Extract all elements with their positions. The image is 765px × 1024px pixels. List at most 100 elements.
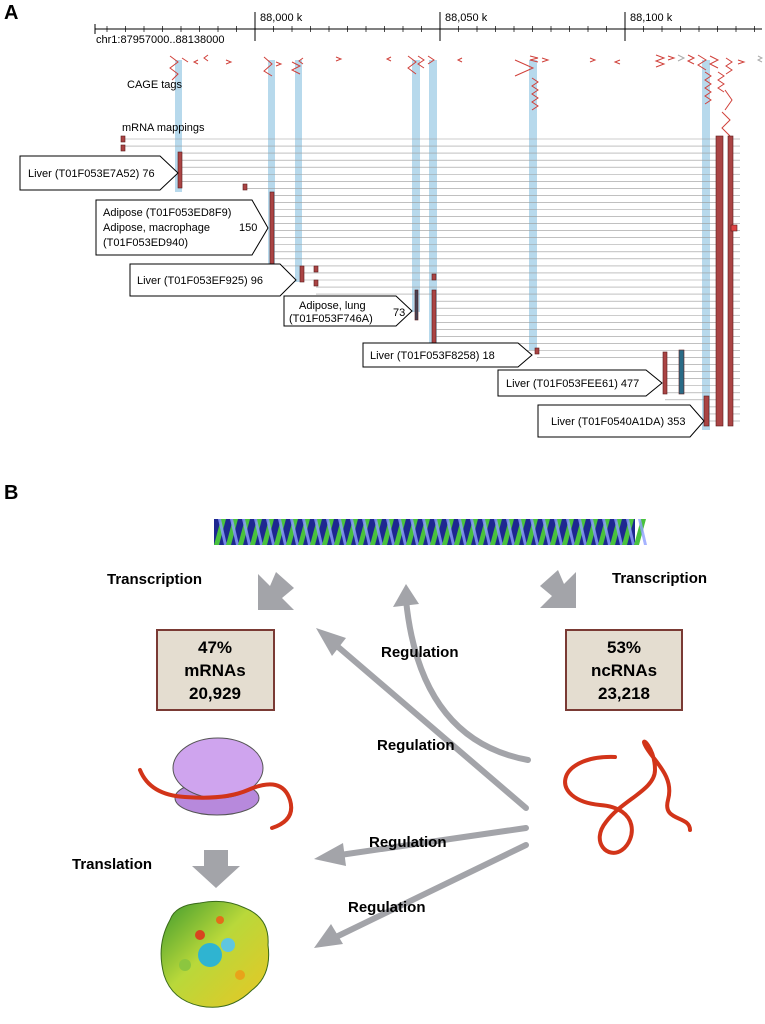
dna-strand (278, 519, 287, 545)
cluster-label: Adipose, macrophage (103, 222, 210, 234)
dna-strand (542, 519, 551, 545)
translation-label: Translation (72, 856, 152, 873)
track-label-mrna: mRNA mappings (122, 122, 205, 134)
dna-strand (374, 519, 383, 545)
cluster-label: (T01F053ED940) (103, 237, 188, 249)
dna-strand (238, 519, 250, 545)
dna-strand (394, 519, 406, 545)
dna-strand (478, 519, 490, 545)
cluster-label: Adipose (T01F053ED8F9) (103, 207, 231, 219)
dna-strand (290, 519, 299, 545)
dna-strand (554, 519, 563, 545)
ncrna-percent: 53% (607, 638, 641, 657)
exon-boxes (120, 135, 738, 427)
dna-strand (602, 519, 611, 545)
dna-strand (266, 519, 275, 545)
dna-helix-icon (214, 519, 647, 545)
dna-strand (398, 519, 407, 545)
dna-strand (514, 519, 526, 545)
cage-tags-grey (677, 54, 764, 63)
dna-strand (406, 519, 418, 545)
dna-strand (454, 519, 466, 545)
dna-strand (578, 519, 587, 545)
dna-strand (574, 519, 586, 545)
cluster-callout-liver-fee61: Liver (T01F053FEE61) 477 (497, 369, 663, 397)
dna-strand (590, 519, 599, 545)
dna-strand (218, 519, 227, 545)
mrna-count-box: 47% mRNAs 20,929 (156, 629, 275, 711)
genome-ruler: 88,000 k 88,050 k 88,100 k chr1:87957000… (94, 12, 762, 46)
transcription-arrow-right-icon (540, 570, 576, 608)
cluster-callout-adipose-ed8f9: Adipose (T01F053ED8F9) Adipose, macropha… (95, 199, 269, 256)
ruler-tick-label: 88,050 k (445, 12, 488, 24)
dna-strand (550, 519, 562, 545)
regulation-label: Regulation (377, 737, 455, 754)
dna-strand (622, 519, 634, 545)
panel-a-letter: A (4, 2, 18, 24)
dna-strand (598, 519, 610, 545)
cluster-label: Liver (T01F0540A1DA) 353 (551, 416, 686, 428)
dna-strand (490, 519, 502, 545)
transcription-label-left: Transcription (107, 571, 202, 588)
dna-strand (518, 519, 527, 545)
ncrna-count: 23,218 (598, 684, 650, 703)
dna-strand (506, 519, 515, 545)
dna-strand (302, 519, 311, 545)
dna-strand (242, 519, 251, 545)
dna-strand (610, 519, 622, 545)
cluster-callout-liver-a1da: Liver (T01F0540A1DA) 353 (537, 404, 705, 438)
dna-strand (566, 519, 575, 545)
track-label-cage: CAGE tags (127, 79, 183, 91)
dna-strand (466, 519, 478, 545)
cluster-callout-liver-f8258: Liver (T01F053F8258) 18 (362, 342, 533, 368)
cluster-callout-liver-e7a52: Liver (T01F053E7A52) 76 (19, 155, 179, 191)
dna-strand (502, 519, 514, 545)
mrna-percent: 47% (198, 638, 232, 657)
transcription-arrow-left-icon (258, 572, 294, 610)
dna-strand (430, 519, 442, 545)
translation-arrow-icon (192, 850, 240, 888)
dna-strand (362, 519, 371, 545)
dna-strand (482, 519, 491, 545)
dna-strand (614, 519, 623, 545)
dna-strand (262, 519, 274, 545)
dna-strand (538, 519, 550, 545)
dna-strand (254, 519, 263, 545)
cage-tags (169, 54, 746, 137)
mrna-mapping-lines (125, 138, 740, 422)
cluster-label: Liver (T01F053EF925) 96 (137, 275, 263, 287)
ruler-tick-label: 88,100 k (630, 12, 673, 24)
regulation-label: Regulation (348, 899, 426, 916)
dna-strand (386, 519, 395, 545)
regulation-label: Regulation (381, 644, 459, 661)
dna-strand (446, 519, 455, 545)
mrna-count: 20,929 (189, 684, 241, 703)
dna-strand (586, 519, 598, 545)
dna-strand (634, 519, 646, 545)
ruler-range-label: chr1:87957000..88138000 (96, 34, 224, 46)
dna-strand (530, 519, 539, 545)
dna-strand (350, 519, 359, 545)
cluster-label: Liver (T01F053E7A52) 76 (28, 168, 155, 180)
regulation-label: Regulation (369, 834, 447, 851)
cluster-count: 73 (393, 307, 405, 319)
dna-strand (326, 519, 335, 545)
dna-strand (422, 519, 431, 545)
cluster-callout-adipose-lung: Adipose, lung (T01F053F746A) 73 (283, 295, 413, 327)
dna-strand (334, 519, 346, 545)
dna-strand (434, 519, 443, 545)
cluster-label: Liver (T01F053FEE61) 477 (506, 378, 639, 390)
dna-strand (638, 519, 647, 545)
cluster-label: (T01F053F746A) (289, 313, 373, 325)
dna-strand (526, 519, 538, 545)
cluster-callout-liver-ef925: Liver (T01F053EF925) 96 (129, 263, 297, 297)
cluster-label: Adipose, lung (299, 300, 366, 312)
regulation-arrowheads (314, 584, 419, 948)
dna-strand (346, 519, 358, 545)
dna-strand (230, 519, 239, 545)
dna-strand (250, 519, 262, 545)
dna-strand (370, 519, 382, 545)
dna-strand (418, 519, 430, 545)
dna-strand (314, 519, 323, 545)
